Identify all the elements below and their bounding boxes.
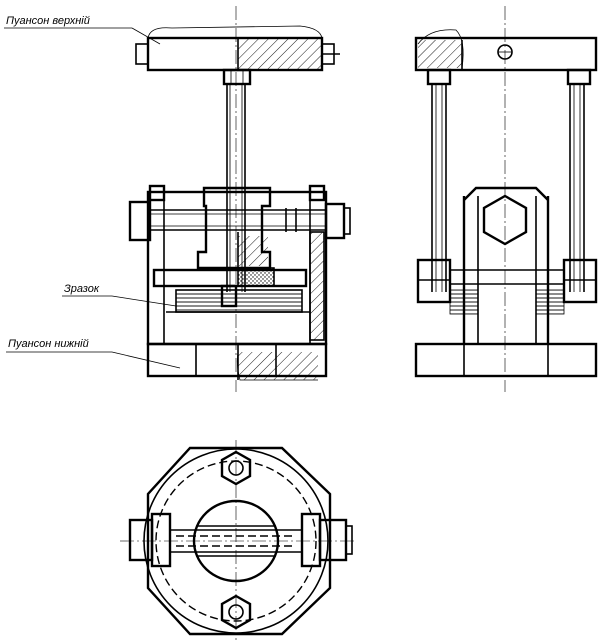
hex-nut-icon — [482, 194, 528, 246]
svg-text:Пуансон верхній: Пуансон верхній — [6, 15, 90, 27]
label-upper-punch: Пуансон верхній — [4, 15, 161, 45]
hex-nut-top-icon — [220, 450, 252, 486]
side-view — [414, 6, 598, 392]
svg-text:Зразок: Зразок — [64, 283, 100, 295]
label-specimen: Зразок — [62, 283, 177, 307]
svg-text:Пуансон нижній: Пуансон нижній — [8, 338, 89, 350]
label-lower-punch: Пуансон нижній — [6, 338, 181, 369]
hex-nut-bottom-icon — [220, 594, 252, 630]
top-view — [120, 440, 356, 640]
front-view — [128, 6, 351, 392]
